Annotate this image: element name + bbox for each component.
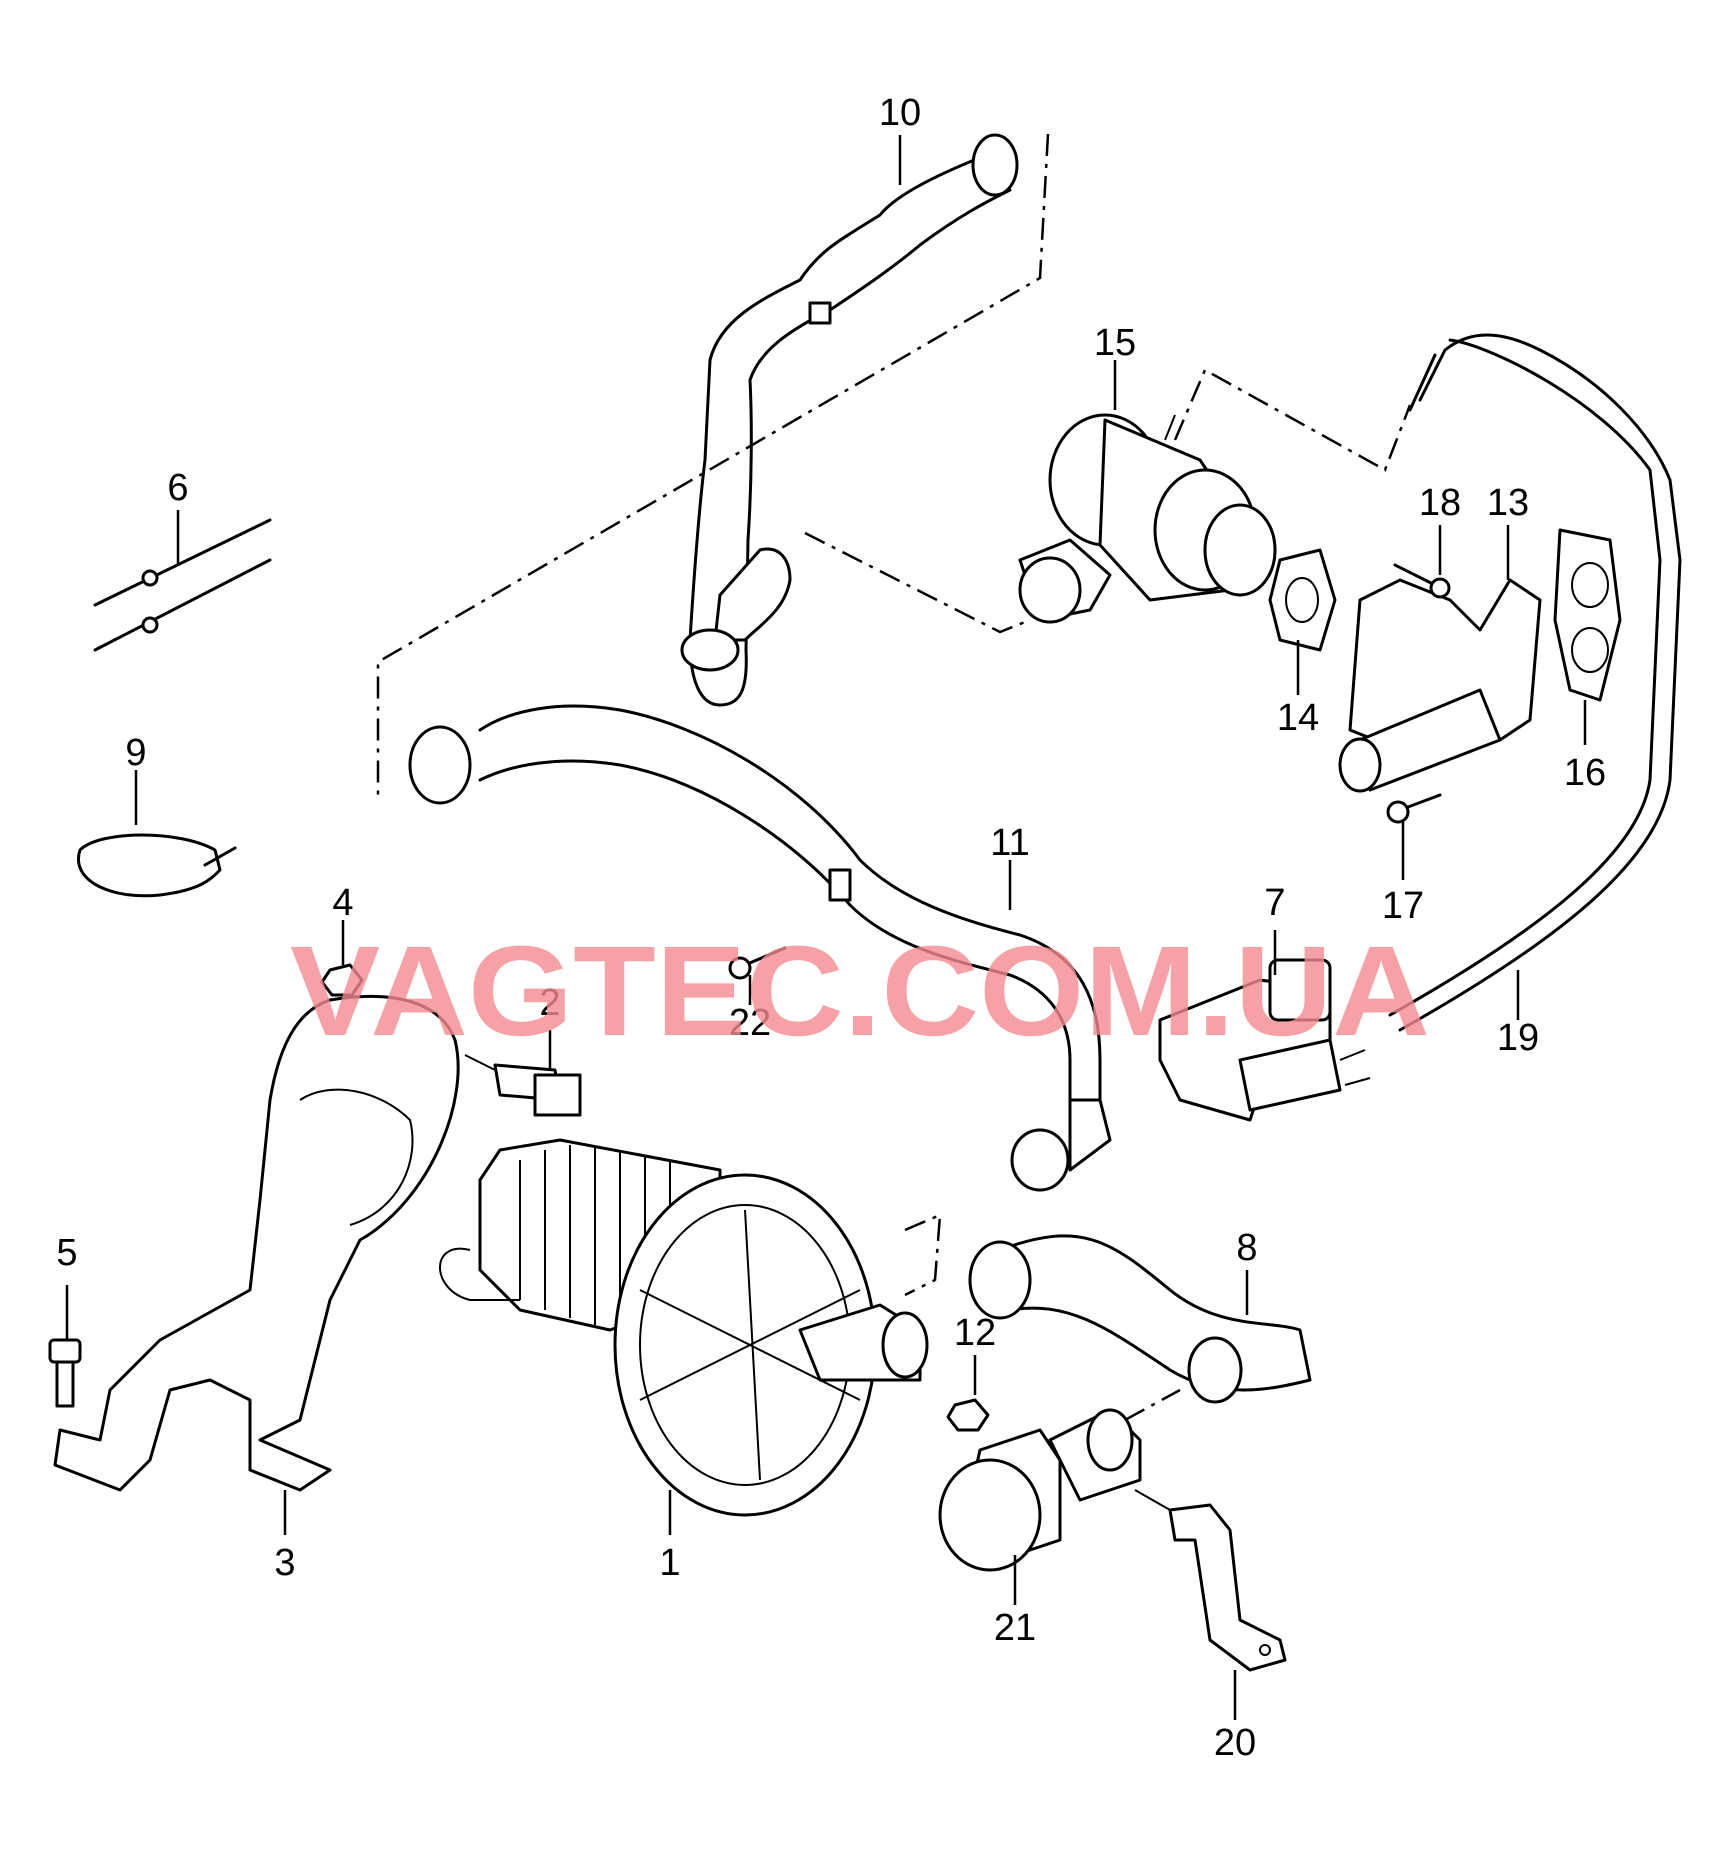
callout-8: 8 xyxy=(1236,1227,1257,1269)
part-1-pump[interactable] xyxy=(439,1138,929,1517)
assembly-lines xyxy=(376,133,1412,1422)
part-13-pipe[interactable] xyxy=(1338,578,1542,793)
callout-14: 14 xyxy=(1277,697,1319,739)
callout-18: 18 xyxy=(1419,482,1461,524)
part-22-bolt[interactable] xyxy=(728,946,787,980)
callout-10: 10 xyxy=(879,92,921,134)
callout-9: 9 xyxy=(125,732,146,774)
part-3-bracket[interactable] xyxy=(53,994,460,1492)
part-16-gasket[interactable] xyxy=(1553,528,1622,702)
part-19-vacuum-hose[interactable] xyxy=(1388,333,1682,1032)
callout-11: 11 xyxy=(990,822,1029,864)
part-6-cable-ties[interactable] xyxy=(93,518,272,652)
callout-5: 5 xyxy=(56,1232,77,1274)
callout-labels: 10 15 6 9 4 2 5 3 1 11 18 13 14 16 17 7 … xyxy=(56,92,1606,1764)
callout-17: 17 xyxy=(1382,885,1424,927)
part-8-hose[interactable] xyxy=(968,1234,1312,1404)
part-21-combi-valve[interactable] xyxy=(938,1408,1142,1572)
part-9-clamp[interactable] xyxy=(77,833,237,898)
part-7-solenoid[interactable] xyxy=(1158,958,1371,1122)
part-20-bracket[interactable] xyxy=(1134,1489,1287,1672)
part-18-bolt[interactable] xyxy=(1393,563,1451,599)
part-2-sensor[interactable] xyxy=(464,1054,582,1117)
callout-6: 6 xyxy=(167,467,188,509)
watermark-text: VAGTEC.COM.UA xyxy=(290,920,1430,1063)
callout-22: 22 xyxy=(729,1002,771,1044)
callout-4: 4 xyxy=(332,882,353,924)
callout-13: 13 xyxy=(1487,482,1529,524)
callout-21: 21 xyxy=(994,1607,1036,1649)
part-5-bolt[interactable] xyxy=(48,1338,82,1408)
callout-2: 2 xyxy=(539,982,560,1024)
leader-lines xyxy=(65,135,1587,1720)
callout-16: 16 xyxy=(1564,752,1606,794)
callout-12: 12 xyxy=(954,1312,996,1354)
callout-1: 1 xyxy=(659,1542,680,1584)
part-14-gasket[interactable] xyxy=(1268,548,1337,652)
part-4-nut[interactable] xyxy=(320,963,364,997)
part-10-hose[interactable] xyxy=(680,133,1019,707)
callout-7: 7 xyxy=(1264,882,1285,924)
part-15-valve[interactable] xyxy=(1018,413,1277,624)
part-17-bolt[interactable] xyxy=(1386,793,1442,824)
part-11-hose[interactable] xyxy=(408,704,1112,1192)
callout-3: 3 xyxy=(274,1542,295,1584)
callout-20: 20 xyxy=(1214,1722,1256,1764)
callout-15: 15 xyxy=(1094,322,1136,364)
callout-19: 19 xyxy=(1497,1017,1539,1059)
part-12-nut[interactable] xyxy=(946,1398,990,1432)
